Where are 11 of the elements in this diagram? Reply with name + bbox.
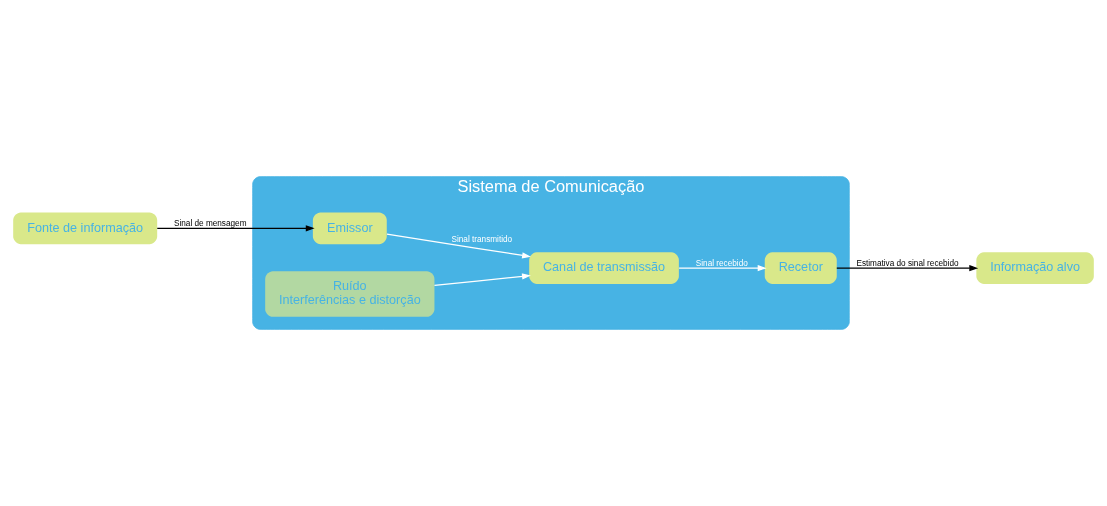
node-box: Emissor	[312, 212, 387, 245]
node-box: Fonte de informação	[13, 212, 158, 245]
node-box: Canal de transmissão	[529, 252, 679, 284]
arrow	[433, 273, 531, 287]
arrow	[836, 265, 979, 272]
node-box: Informação alvo	[976, 252, 1094, 284]
arrow	[678, 265, 767, 272]
arrow	[386, 233, 531, 259]
node-box: Ruído Interferências e distorção	[265, 271, 435, 317]
arrow	[156, 225, 315, 232]
node-box: Recetor	[764, 252, 837, 284]
